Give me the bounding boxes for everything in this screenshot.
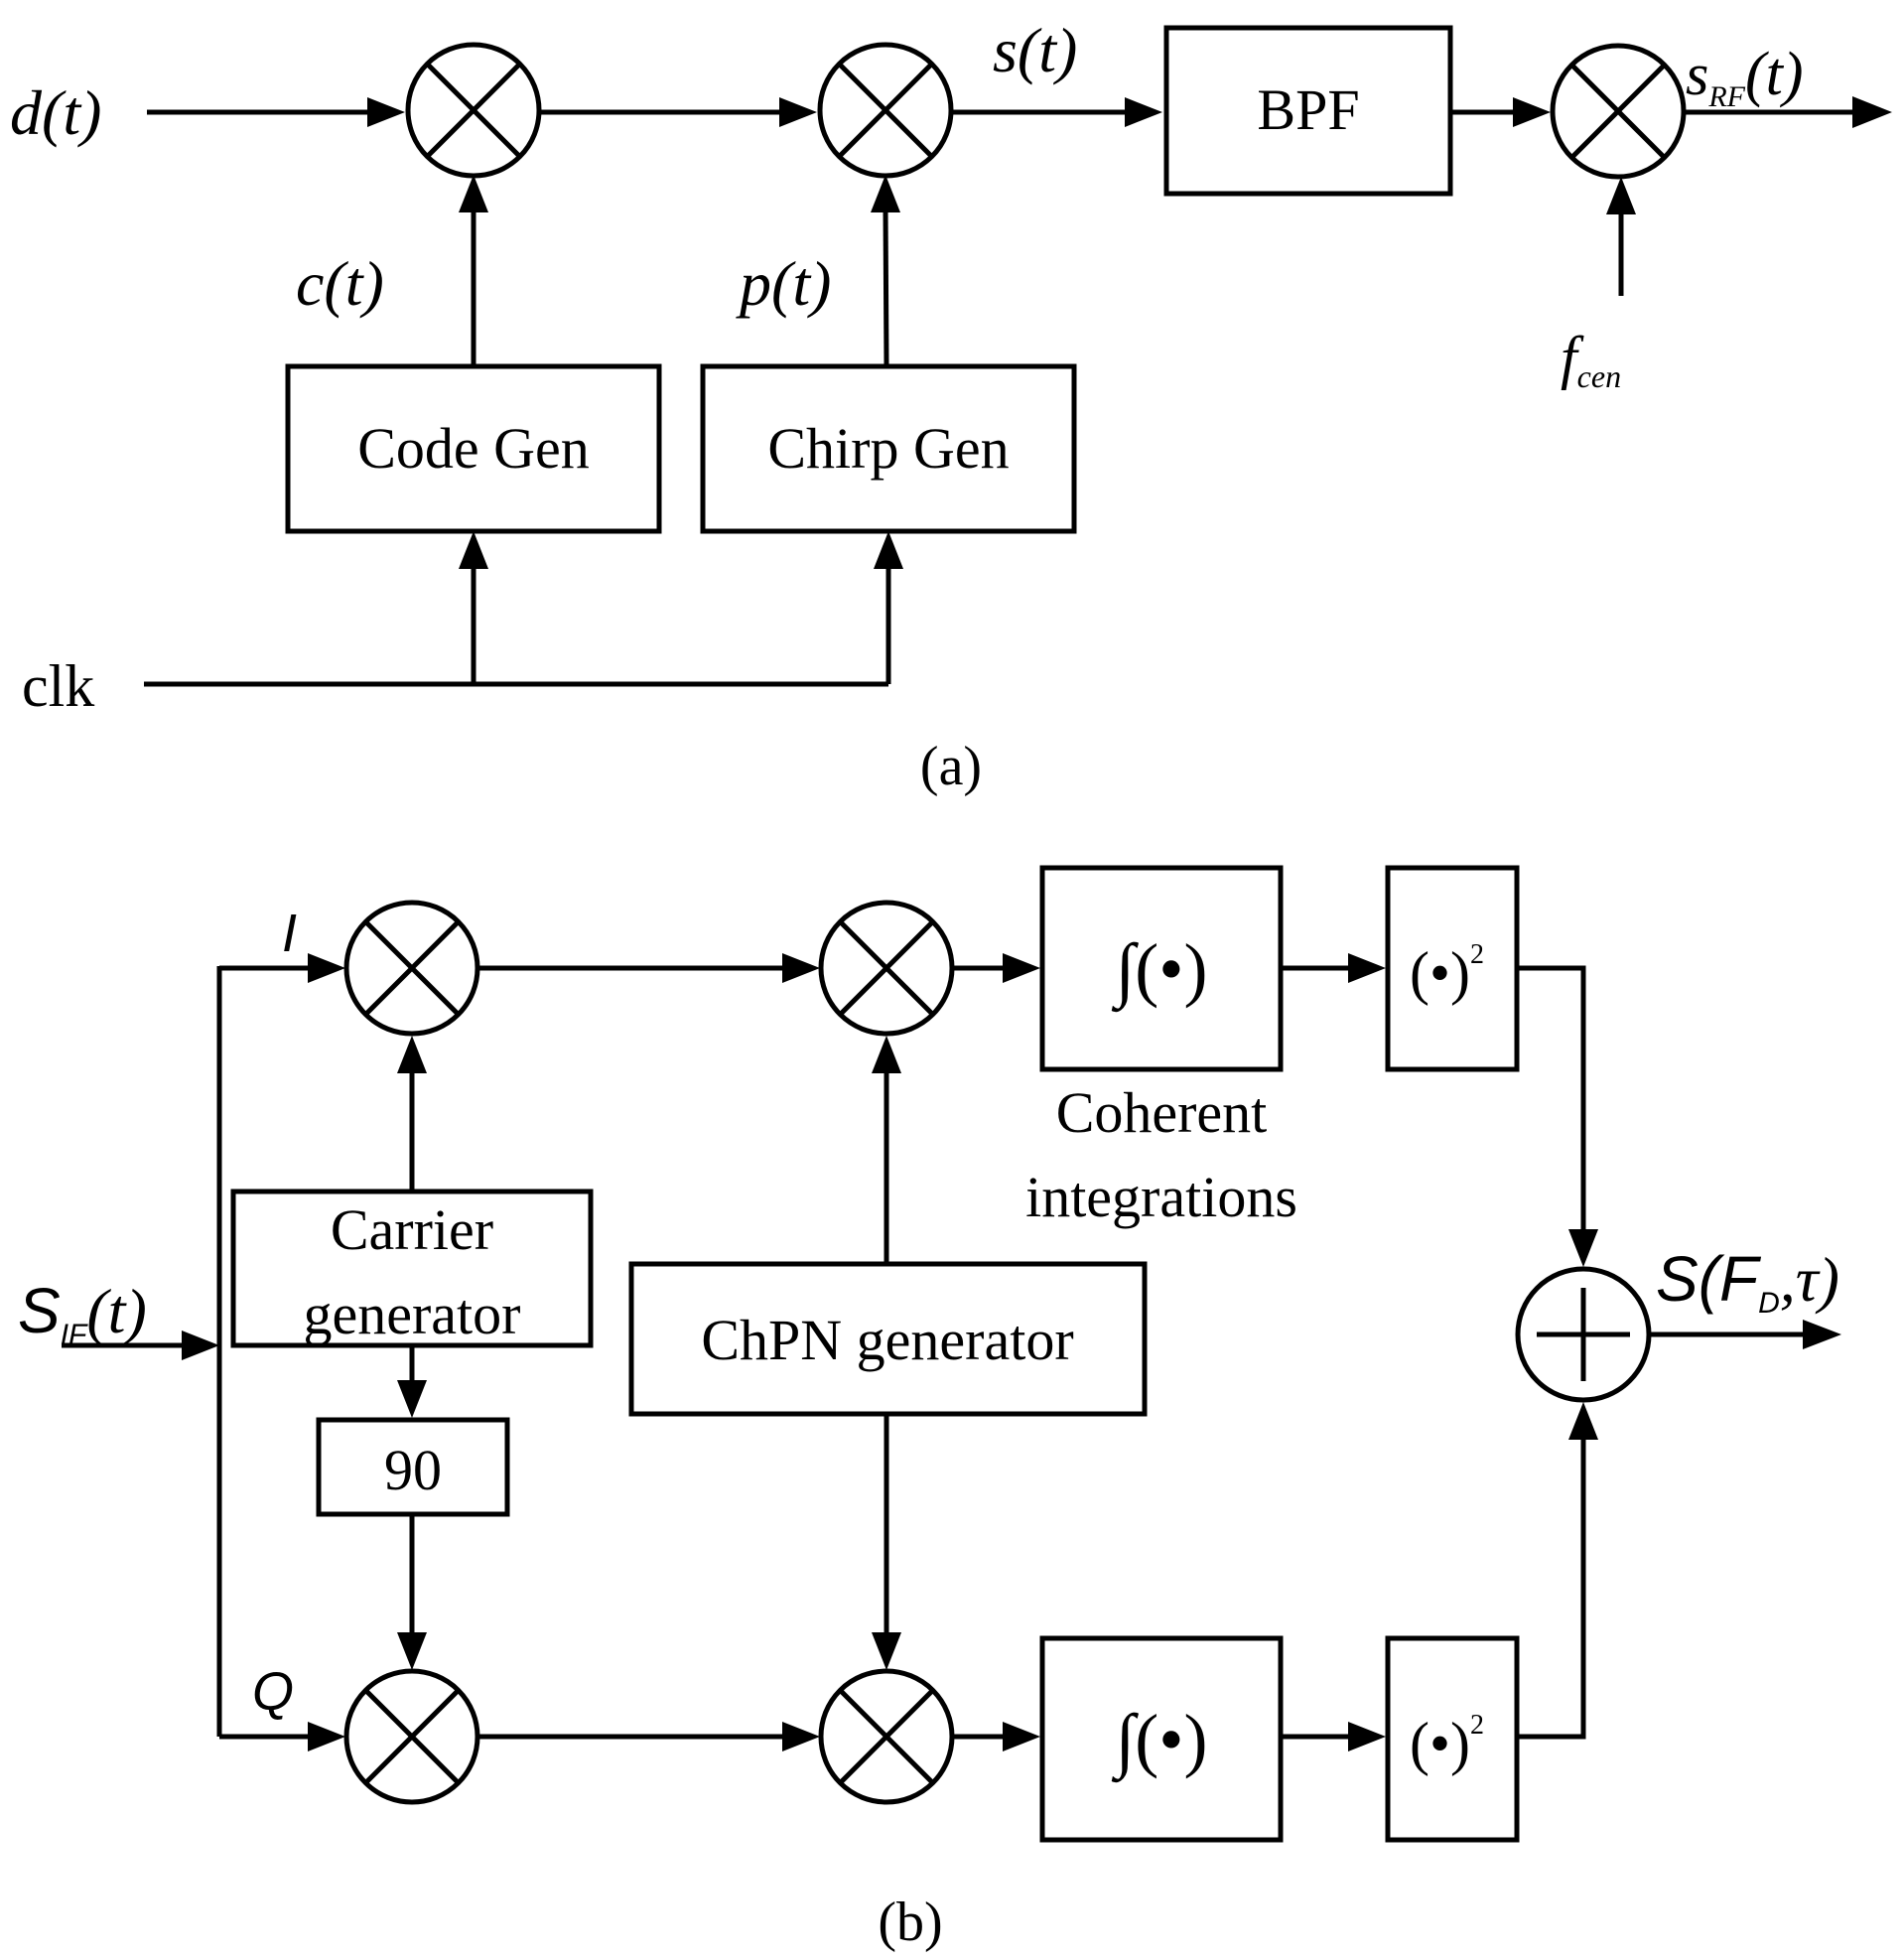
integrator-q-label: ∫(•) <box>1112 1700 1208 1783</box>
bpf-block <box>1163 25 1453 197</box>
despreader-i <box>818 900 955 1037</box>
q-branch-label: Q <box>252 1662 294 1722</box>
carrier-generator-label-line2: generator <box>304 1282 521 1346</box>
spread-signal-label: s(t) <box>993 15 1077 85</box>
line-sq-i-to-sum <box>1519 965 1586 1231</box>
coherent-label-line2: integrations <box>1025 1165 1297 1229</box>
phase-shift-block <box>316 1417 510 1517</box>
integrator-q-block <box>1039 1635 1284 1843</box>
chpn-generator-block <box>628 1261 1148 1417</box>
chirp-signal-label: p(t) <box>736 248 831 319</box>
arrowhead <box>874 531 903 569</box>
multiplier-1 <box>405 42 542 179</box>
arrowhead <box>1852 96 1892 128</box>
line-chirp-to-mixer2 <box>883 208 889 366</box>
arrowhead <box>1125 97 1162 127</box>
square-i-label: (•)2 <box>1410 939 1484 1006</box>
phase-shift-label: 90 <box>384 1438 442 1502</box>
integrator-i-block <box>1039 865 1284 1072</box>
integrator-i-label: ∫(•) <box>1112 929 1208 1013</box>
despreader-q <box>818 1668 955 1805</box>
arrowhead <box>871 175 900 212</box>
line-sq-q-to-sum <box>1519 1438 1586 1740</box>
arrowhead <box>459 175 488 212</box>
correlation-output-label: S(FD,τ) <box>1656 1243 1839 1320</box>
arrowhead <box>1348 1722 1386 1751</box>
arrowhead <box>1568 1402 1598 1440</box>
rf-output-label: sRF(t) <box>1686 41 1804 113</box>
clk-label: clk <box>22 653 94 719</box>
code-gen-block <box>285 363 662 534</box>
bpf-label: BPF <box>1257 77 1359 142</box>
arrowhead <box>779 97 817 127</box>
carrier-generator-label-line1: Carrier <box>331 1197 493 1262</box>
panel-b: Carrier generator 90 ChPN generator ∫(•)… <box>18 865 1841 1953</box>
carrier-generator-block <box>230 1189 594 1348</box>
chirp-gen-block <box>700 363 1077 534</box>
arrowhead <box>782 1722 820 1751</box>
if-input-label: SIF(t) <box>18 1275 147 1351</box>
arrowhead <box>1513 97 1551 127</box>
multiplier-2 <box>817 42 954 179</box>
arrowhead <box>1348 953 1386 983</box>
chpn-generator-label: ChPN generator <box>701 1308 1073 1372</box>
arrowhead <box>1606 177 1636 214</box>
arrowhead <box>872 1036 901 1073</box>
i-branch-label: I <box>282 904 297 963</box>
mixer-q <box>343 1668 480 1805</box>
arrowhead <box>308 953 345 983</box>
arrowhead <box>1568 1229 1598 1267</box>
arrowhead <box>397 1632 427 1670</box>
mixer-i <box>343 900 480 1037</box>
caption-b: (b) <box>878 1891 942 1953</box>
input-signal-label: d(t) <box>10 77 101 148</box>
arrowhead <box>1003 953 1040 983</box>
arrowhead <box>782 953 820 983</box>
arrowhead <box>872 1632 901 1670</box>
coherent-label-line1: Coherent <box>1056 1080 1268 1145</box>
arrowhead <box>397 1036 427 1073</box>
code-gen-label: Code Gen <box>357 416 590 481</box>
arrowhead <box>1803 1320 1841 1349</box>
square-q-label: (•)2 <box>1410 1710 1484 1776</box>
arrowhead <box>459 531 488 569</box>
arrowhead <box>367 97 405 127</box>
arrowhead <box>182 1330 219 1360</box>
square-i-block <box>1385 865 1520 1072</box>
arrowhead <box>1003 1722 1040 1751</box>
arrowhead <box>308 1722 345 1751</box>
summing-junction <box>1515 1266 1652 1403</box>
caption-a: (a) <box>920 736 982 797</box>
panel-a: BPF Code Gen Chirp Gen d(t) c(t) p(t) s(… <box>10 15 1892 797</box>
square-q-block <box>1385 1635 1520 1843</box>
code-signal-label: c(t) <box>296 248 384 319</box>
multiplier-3 <box>1550 43 1687 180</box>
chirp-gen-label: Chirp Gen <box>767 416 1009 481</box>
arrowhead <box>397 1380 427 1418</box>
center-frequency-label: fcen <box>1561 325 1621 394</box>
